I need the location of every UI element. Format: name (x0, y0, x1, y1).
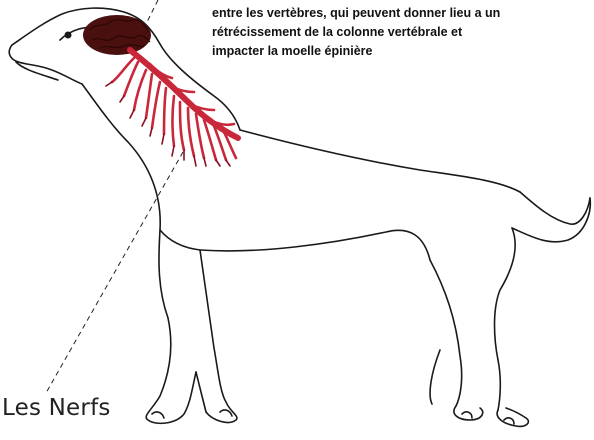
caption-line-3: impacter la moelle épinière (212, 42, 590, 61)
caption-line-1: entre les vertèbres, qui peuvent donner … (212, 4, 590, 23)
caption-line-2: rétrécissement de la colonne vertébrale … (212, 23, 590, 42)
caption-text: entre les vertèbres, qui peuvent donner … (212, 4, 590, 61)
eye (65, 32, 72, 39)
leader-line-nerves (46, 152, 183, 393)
dog-outline (9, 8, 590, 426)
nerves-label: Les Nerfs (2, 395, 111, 421)
brain (83, 15, 151, 55)
leader-line-top (146, 0, 158, 24)
